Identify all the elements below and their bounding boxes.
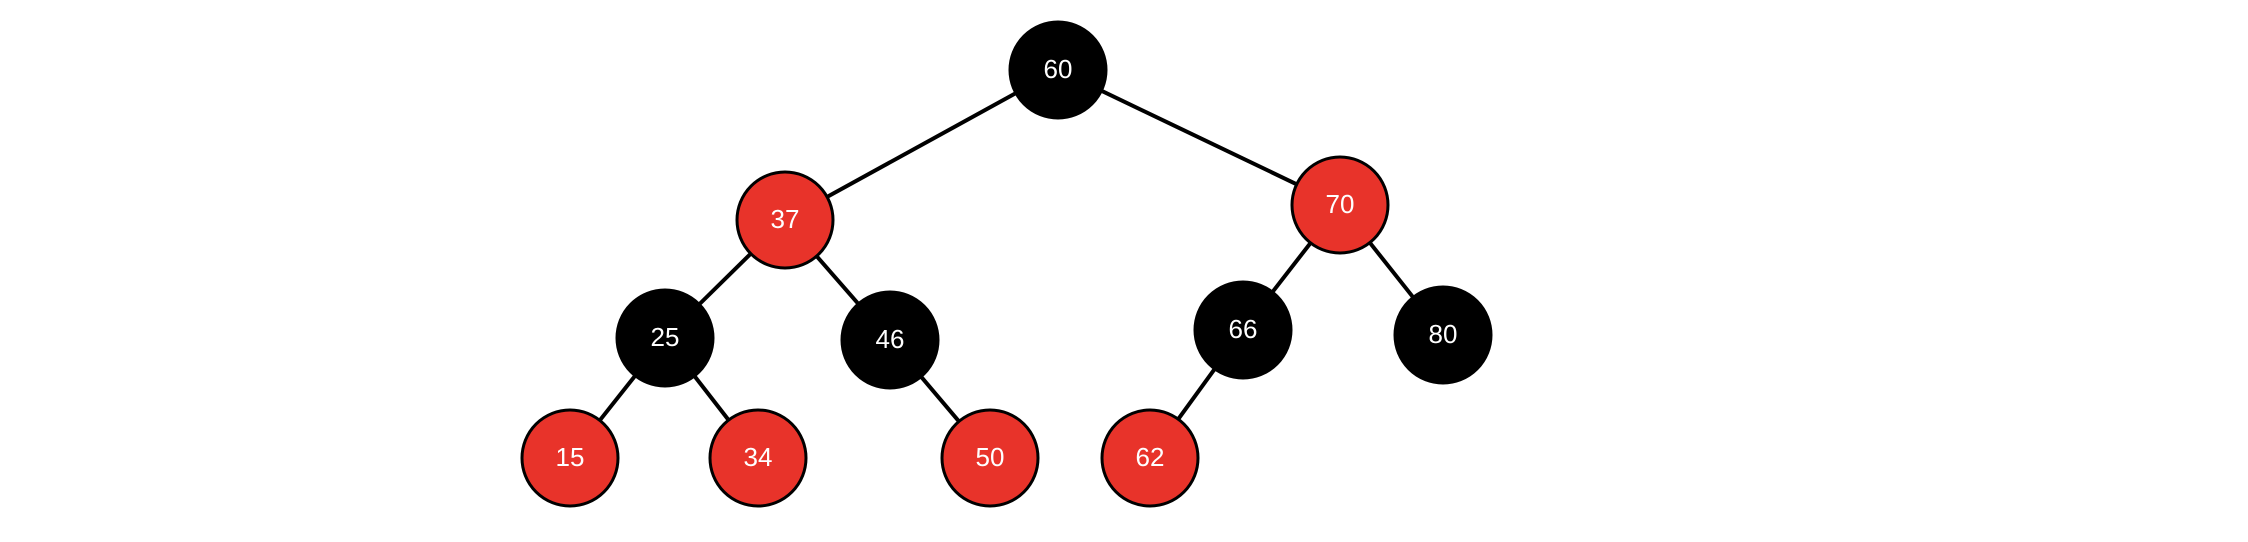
node-circle-60[interactable] [1008, 20, 1108, 120]
node-circle-62[interactable] [1100, 408, 1200, 508]
tree-node-62[interactable]: 62 [1100, 408, 1200, 508]
tree-edge-n25-n34 [691, 373, 732, 423]
node-circle-80[interactable] [1393, 285, 1493, 385]
node-circle-66[interactable] [1193, 280, 1293, 380]
tree-edge-n46-n50 [918, 373, 962, 425]
tree-node-25[interactable]: 25 [615, 288, 715, 388]
tree-node-15[interactable]: 15 [520, 408, 620, 508]
node-circle-15[interactable] [520, 408, 620, 508]
tree-node-34[interactable]: 34 [708, 408, 808, 508]
tree-edge-n25-n15 [596, 372, 639, 424]
tree-edge-n66-n62 [1175, 366, 1218, 422]
tree-edge-n70-n66 [1269, 240, 1314, 295]
node-circle-70[interactable] [1290, 155, 1390, 255]
tree-edge-n70-n80 [1366, 239, 1417, 301]
tree-node-50[interactable]: 50 [940, 408, 1040, 508]
node-circle-46[interactable] [840, 290, 940, 390]
node-circle-50[interactable] [940, 408, 1040, 508]
tree-node-80[interactable]: 80 [1393, 285, 1493, 385]
tree-node-66[interactable]: 66 [1193, 280, 1293, 380]
tree-node-60[interactable]: 60 [1008, 20, 1108, 120]
tree-node-70[interactable]: 70 [1290, 155, 1390, 255]
tree-node-37[interactable]: 37 [735, 170, 835, 270]
edge-layer [596, 88, 1417, 425]
tree-edge-n37-n25 [696, 250, 754, 308]
tree-edge-n37-n46 [813, 253, 862, 307]
tree-edge-n60-n37 [824, 90, 1019, 200]
tree-node-46[interactable]: 46 [840, 290, 940, 390]
tree-edge-n60-n70 [1098, 88, 1300, 187]
node-circle-37[interactable] [735, 170, 835, 270]
node-circle-34[interactable] [708, 408, 808, 508]
node-layer: 60 37 70 25 46 66 80 15 34 50 62 [520, 20, 1493, 508]
node-circle-25[interactable] [615, 288, 715, 388]
